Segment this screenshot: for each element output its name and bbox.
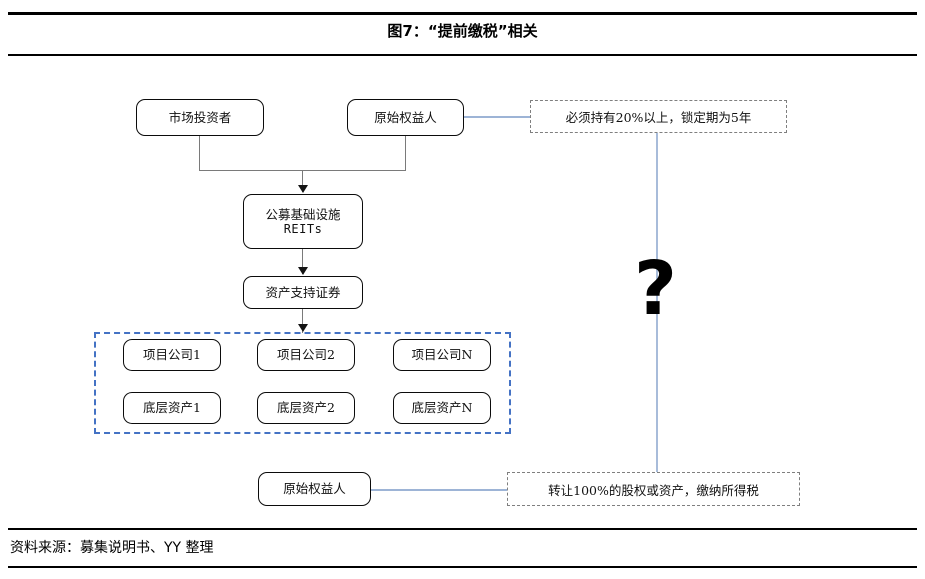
group-container-spv bbox=[94, 332, 511, 434]
node-underlying-asset-1-label: 底层资产1 bbox=[143, 400, 201, 416]
node-project-company-2[interactable]: 项目公司2 bbox=[257, 339, 355, 371]
arrow-into-group bbox=[297, 324, 308, 332]
arrow-into-abs bbox=[297, 267, 308, 275]
connector-market-investors-drop bbox=[199, 136, 201, 170]
node-asset-backed-securities[interactable]: 资产支持证券 bbox=[243, 276, 363, 309]
callout-transfer-rule: 转让100%的股权或资产，缴纳所得税 bbox=[507, 472, 800, 506]
node-underlying-asset-1[interactable]: 底层资产1 bbox=[123, 392, 221, 424]
connector-merge-to-reits bbox=[302, 170, 304, 192]
connector-reits-to-abs bbox=[302, 249, 304, 274]
node-market-investors[interactable]: 市场投资者 bbox=[136, 99, 264, 136]
node-underlying-asset-2[interactable]: 底层资产2 bbox=[257, 392, 355, 424]
source-top-rule bbox=[8, 528, 917, 530]
question-mark-annotation: ? bbox=[634, 246, 677, 332]
node-asset-backed-securities-label: 资产支持证券 bbox=[265, 284, 341, 300]
node-public-reits[interactable]: 公募基础设施 REITs bbox=[243, 194, 363, 249]
top-rule bbox=[8, 12, 917, 15]
callout-transfer-rule-label: 转让100%的股权或资产，缴纳所得税 bbox=[548, 482, 759, 498]
node-project-company-1-label: 项目公司1 bbox=[143, 347, 201, 363]
node-project-company-1[interactable]: 项目公司1 bbox=[123, 339, 221, 371]
title-underline-rule bbox=[8, 54, 917, 56]
node-underlying-asset-n[interactable]: 底层资产N bbox=[393, 392, 491, 424]
arrow-into-reits bbox=[297, 185, 308, 193]
node-project-company-2-label: 项目公司2 bbox=[277, 347, 335, 363]
node-original-owner-top-label: 原始权益人 bbox=[374, 109, 437, 125]
node-public-reits-label-line1: 公募基础设施 bbox=[265, 206, 341, 222]
connector-vertical-question-trunk bbox=[656, 133, 659, 480]
connector-abs-to-group bbox=[302, 309, 304, 333]
node-project-company-n-label: 项目公司N bbox=[411, 347, 473, 363]
node-underlying-asset-2-label: 底层资产2 bbox=[277, 400, 335, 416]
connector-original-owner-drop bbox=[405, 136, 407, 170]
connector-owner-to-transfer-rule bbox=[371, 489, 507, 491]
callout-holding-rule-label: 必须持有20%以上，锁定期为5年 bbox=[565, 110, 752, 125]
node-public-reits-label-line2: REITs bbox=[283, 221, 323, 236]
bottom-rule bbox=[8, 566, 917, 568]
figure-source: 资料来源：募集说明书、YY 整理 bbox=[10, 540, 214, 556]
figure-title: 图7：“提前缴税”相关 bbox=[387, 22, 538, 40]
node-original-owner-top[interactable]: 原始权益人 bbox=[347, 99, 464, 136]
diagram-canvas: 市场投资者 原始权益人 必须持有20%以上，锁定期为5年 ? 公募基础设施 RE… bbox=[0, 60, 925, 526]
connector-owner-to-holding-rule bbox=[464, 116, 530, 118]
node-market-investors-label: 市场投资者 bbox=[168, 109, 232, 125]
node-underlying-asset-n-label: 底层资产N bbox=[411, 400, 473, 416]
callout-holding-rule: 必须持有20%以上，锁定期为5年 bbox=[530, 100, 787, 133]
node-original-owner-bottom-label: 原始权益人 bbox=[283, 481, 346, 497]
node-project-company-n[interactable]: 项目公司N bbox=[393, 339, 491, 371]
node-original-owner-bottom[interactable]: 原始权益人 bbox=[258, 472, 371, 506]
